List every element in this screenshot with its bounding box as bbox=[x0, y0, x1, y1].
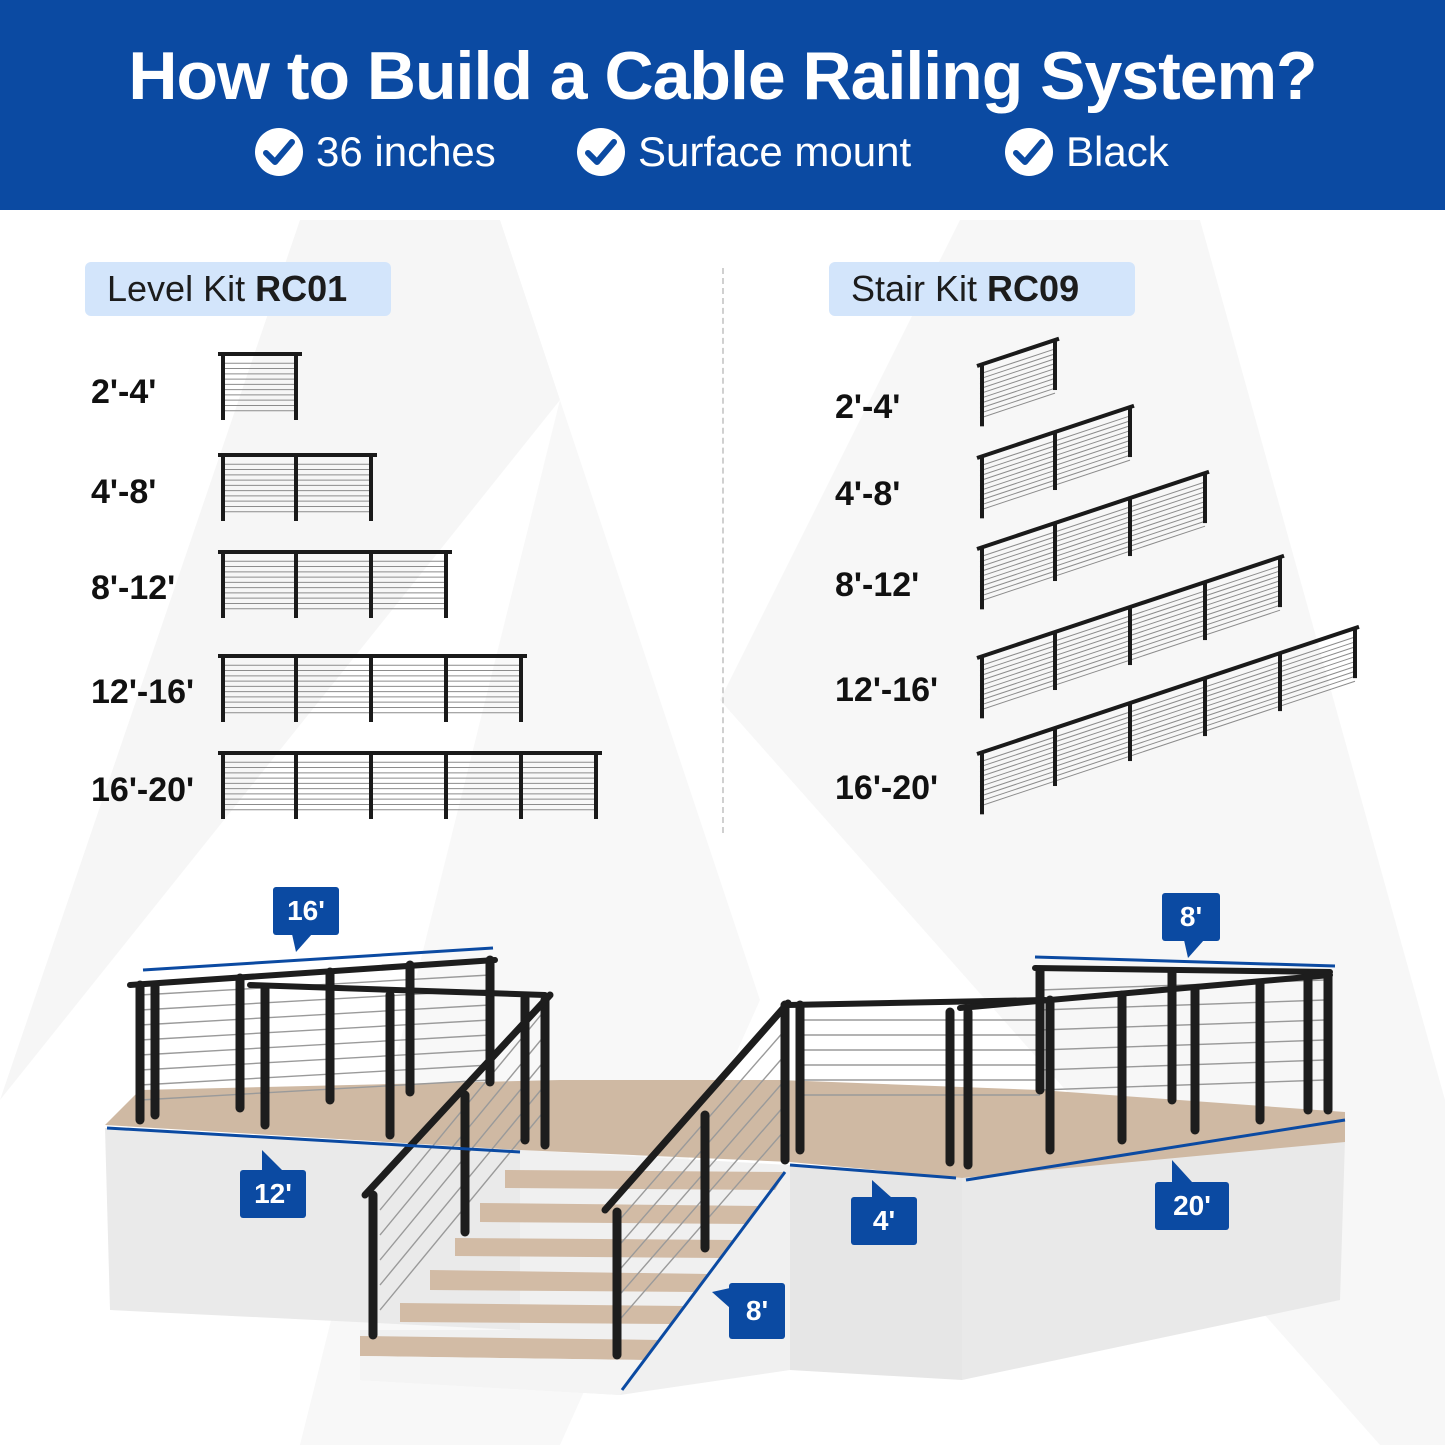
stair-cable bbox=[979, 525, 1206, 602]
kit-divider bbox=[722, 268, 724, 833]
check-circle-icon bbox=[577, 128, 625, 176]
stair-cable bbox=[979, 501, 1206, 578]
deck-railing-posts bbox=[127, 955, 1333, 1360]
deck-body bbox=[105, 1080, 1345, 1395]
level-size-label: 8'-12' bbox=[91, 569, 176, 607]
header-banner: How to Build a Cable Railing System? 36 … bbox=[0, 0, 1445, 210]
stair-cable bbox=[979, 670, 1356, 797]
stair-cable bbox=[979, 496, 1206, 573]
feature-color: Black bbox=[1004, 122, 1169, 182]
level-size-label: 12'-16' bbox=[91, 673, 195, 711]
stair-cable bbox=[979, 646, 1356, 773]
stair-cable bbox=[979, 373, 1056, 399]
stair-cable bbox=[979, 387, 1056, 414]
stair-size-label: 8'-12' bbox=[835, 566, 920, 604]
stair-cable bbox=[979, 661, 1356, 787]
stair-kit-label: Stair Kit RC09 bbox=[829, 262, 1135, 316]
tag-middle-front: 4' bbox=[851, 1197, 917, 1245]
stair-cable bbox=[979, 675, 1356, 802]
tag-left-front: 12' bbox=[240, 1170, 306, 1218]
stair-top-rail bbox=[976, 624, 1360, 756]
check-circle-icon bbox=[1005, 128, 1053, 176]
stair-kit-code: RC09 bbox=[987, 268, 1080, 309]
stair-cable bbox=[979, 382, 1056, 409]
stair-cable bbox=[979, 641, 1356, 768]
stair-top-rail bbox=[976, 469, 1210, 551]
stair-cable bbox=[979, 368, 1056, 395]
stair-cable bbox=[979, 353, 1056, 380]
stair-cable bbox=[979, 636, 1356, 763]
stair-cable bbox=[979, 486, 1206, 563]
stair-cable bbox=[979, 520, 1206, 597]
level-kit-name: Level Kit bbox=[107, 268, 256, 309]
stair-cable bbox=[979, 666, 1356, 792]
stair-cable bbox=[979, 651, 1356, 778]
level-size-label: 16'-20' bbox=[91, 771, 195, 809]
check-circle-icon bbox=[255, 128, 303, 176]
stair-cable bbox=[979, 481, 1206, 558]
stair-size-label: 12'-16' bbox=[835, 671, 939, 709]
feature-mount: Surface mount bbox=[576, 122, 911, 182]
tag-pointers bbox=[262, 934, 1204, 1308]
stair-cable bbox=[979, 506, 1206, 582]
stair-cable bbox=[979, 363, 1056, 390]
tag-top-left: 16' bbox=[273, 887, 339, 935]
stair-cable bbox=[979, 656, 1356, 783]
page-title: How to Build a Cable Railing System? bbox=[128, 38, 1317, 114]
stair-cable bbox=[979, 515, 1206, 592]
stair-cable bbox=[979, 491, 1206, 568]
feature-label: Surface mount bbox=[638, 128, 912, 175]
stair-kit-name: Stair Kit bbox=[851, 268, 988, 309]
stair-cable bbox=[979, 680, 1356, 807]
stair-cable bbox=[979, 377, 1056, 404]
kit-railing-diagrams bbox=[218, 336, 1360, 819]
stair-cable bbox=[979, 392, 1056, 419]
level-size-label: 2'-4' bbox=[91, 373, 157, 411]
tag-top-right: 8' bbox=[1162, 893, 1220, 941]
feature-list: 36 inches Surface mount Black bbox=[0, 122, 1445, 182]
feature-label: 36 inches bbox=[316, 128, 496, 175]
stair-top-rail bbox=[976, 336, 1060, 368]
stair-top-rail bbox=[976, 553, 1285, 660]
measure-lines bbox=[106, 946, 1346, 1391]
stair-size-label: 2'-4' bbox=[835, 388, 901, 426]
feature-height: 36 inches bbox=[254, 122, 496, 182]
stair-cable bbox=[979, 348, 1056, 375]
level-kit-label: Level Kit RC01 bbox=[85, 262, 391, 316]
stair-size-label: 16'-20' bbox=[835, 769, 939, 807]
feature-label: Black bbox=[1066, 128, 1169, 175]
tag-stair-right: 8' bbox=[729, 1283, 785, 1339]
deck-railing-cables bbox=[139, 974, 1326, 1326]
tag-right-front: 20' bbox=[1155, 1182, 1229, 1230]
stair-size-label: 4'-8' bbox=[835, 475, 901, 513]
stair-top-rail bbox=[976, 403, 1135, 460]
stair-cable bbox=[979, 358, 1056, 385]
stair-cable bbox=[979, 510, 1206, 587]
level-kit-code: RC01 bbox=[255, 268, 348, 309]
level-size-label: 4'-8' bbox=[91, 473, 157, 511]
